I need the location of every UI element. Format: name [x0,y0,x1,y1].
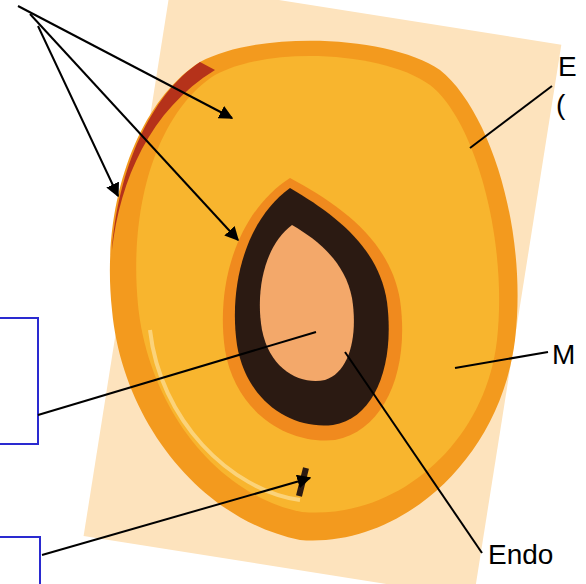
leader-line [455,352,548,368]
part-label: E [558,52,577,83]
fruit-skin [110,41,518,541]
part-label: M [552,340,575,371]
leader-line [30,14,238,240]
leader-line [470,86,552,148]
part-label: Endo [488,540,553,571]
leader-line [38,332,316,415]
leader-line [345,352,482,553]
leader-line [38,26,118,196]
mesocarp-flesh [136,56,499,513]
pit-rim [223,178,402,440]
stem-scar [299,468,306,496]
picture-ground [84,0,562,584]
cut-label-box [0,318,38,444]
part-label: ( [556,90,565,121]
seed [260,225,354,381]
endocarp-pit [235,188,389,426]
leader-line [42,478,310,555]
leader-line [18,6,232,118]
cut-label-box [0,537,40,584]
